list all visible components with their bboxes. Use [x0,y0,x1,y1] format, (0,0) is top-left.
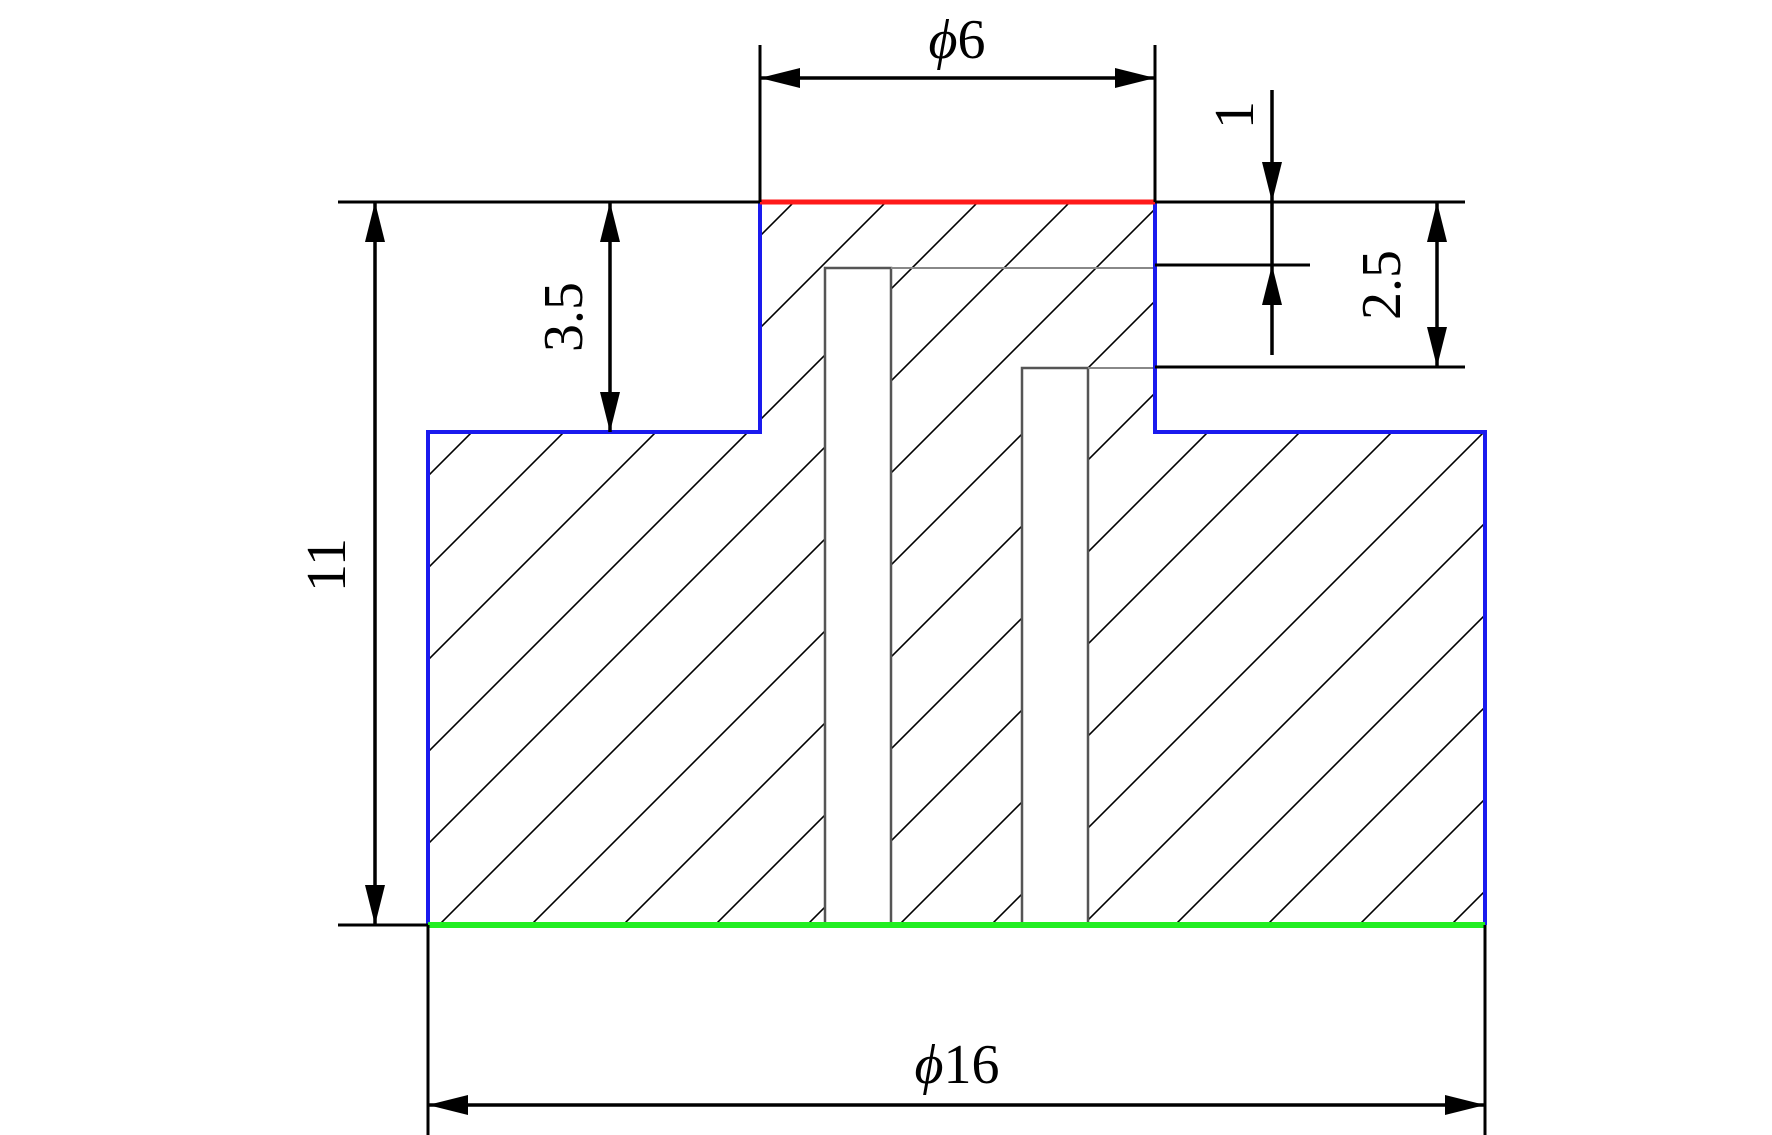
hole-2 [1020,366,1090,927]
hatch-line [455,202,1357,925]
label-base-diameter: ϕ16 [915,1034,1000,1096]
label-total-height: 11 [296,538,358,592]
part-body [0,100,1772,1000]
hatch-line [428,202,989,925]
hatch-line [823,202,1485,925]
hatch-line [428,202,1173,925]
hatch-line [1099,202,1485,925]
extension-lines [338,45,1487,1135]
label-step-height: 3.5 [533,282,595,352]
hatch-line [1191,202,1485,925]
hatch-line [1007,202,1485,925]
hatch-line [0,100,344,1000]
hatch-line [1560,100,1772,1000]
hatch-line [0,100,252,1000]
label-offset-1: 1 [1204,101,1266,129]
hatch-line [1744,100,1772,1000]
side-outline [426,202,1487,925]
hatch-line [0,100,68,1000]
hatch-line [1652,100,1772,1000]
hatch-line [547,202,1449,925]
hatch-line [428,202,437,925]
hatch-line [0,100,160,1000]
hatch-line [428,202,529,925]
hatch-line [428,202,1081,925]
label-top-diameter: ϕ6 [929,9,986,71]
dimension-lines [365,68,1485,1115]
hatch-line [428,202,1265,925]
hatch-line [1283,202,1485,925]
hatch-line [639,202,1485,925]
hatch-line [1467,202,1485,925]
hole-1 [823,266,893,927]
label-offset-2-5: 2.5 [1351,250,1413,320]
